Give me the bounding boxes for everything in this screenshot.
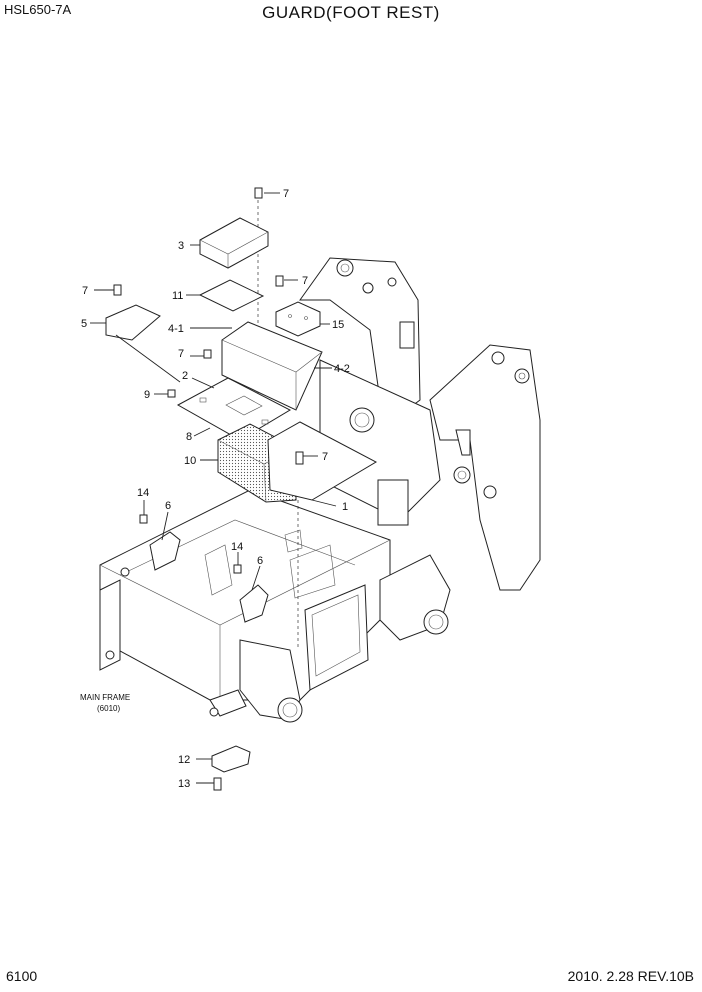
callout-8: 8 xyxy=(186,431,192,443)
part-15-bracket xyxy=(275,301,321,337)
callout-labels: 7 3 11 7 7 5 4-1 15 7 4-2 2 9 8 10 7 1 1… xyxy=(80,188,350,790)
model-number: HSL650-7A xyxy=(4,2,72,17)
bolts xyxy=(113,187,304,791)
leader-lines xyxy=(90,192,337,784)
callout-7: 7 xyxy=(178,348,184,360)
callout-6: 6 xyxy=(165,500,171,512)
revision-date: 2010. 2.28 REV.10B xyxy=(567,968,694,984)
callout-14: 14 xyxy=(137,487,149,499)
callout-2: 2 xyxy=(182,370,188,382)
callout-4-2: 4-2 xyxy=(334,363,350,375)
page-number: 6100 xyxy=(6,968,38,984)
callout-4-1: 4-1 xyxy=(168,323,184,335)
callout-14: 14 xyxy=(231,541,243,553)
part-12-cover-plate xyxy=(209,689,251,773)
callout-13: 13 xyxy=(178,778,190,790)
callout-6: 6 xyxy=(257,555,263,567)
part-6-plates xyxy=(149,531,269,623)
callout-3: 3 xyxy=(178,240,184,252)
part-5-side-guard xyxy=(105,304,161,341)
callout-11: 11 xyxy=(172,290,183,302)
callout-10: 10 xyxy=(184,455,196,467)
main-frame-ref: (6010) xyxy=(97,704,120,713)
callout-1: 1 xyxy=(342,501,348,513)
callout-15: 15 xyxy=(332,319,344,331)
part-3-top-cover xyxy=(199,217,269,269)
callout-9: 9 xyxy=(144,389,150,401)
callout-7: 7 xyxy=(82,285,88,297)
callout-7: 7 xyxy=(302,275,308,287)
callout-7: 7 xyxy=(322,451,328,463)
part-11-plate xyxy=(198,279,265,312)
page-title: GUARD(FOOT REST) xyxy=(262,3,440,22)
part-1-floor xyxy=(267,421,378,501)
part-4-panel xyxy=(221,321,323,411)
callout-5: 5 xyxy=(81,318,87,330)
callout-12: 12 xyxy=(178,754,190,766)
callout-7: 7 xyxy=(283,188,289,200)
main-frame-label: MAIN FRAME xyxy=(80,693,130,702)
